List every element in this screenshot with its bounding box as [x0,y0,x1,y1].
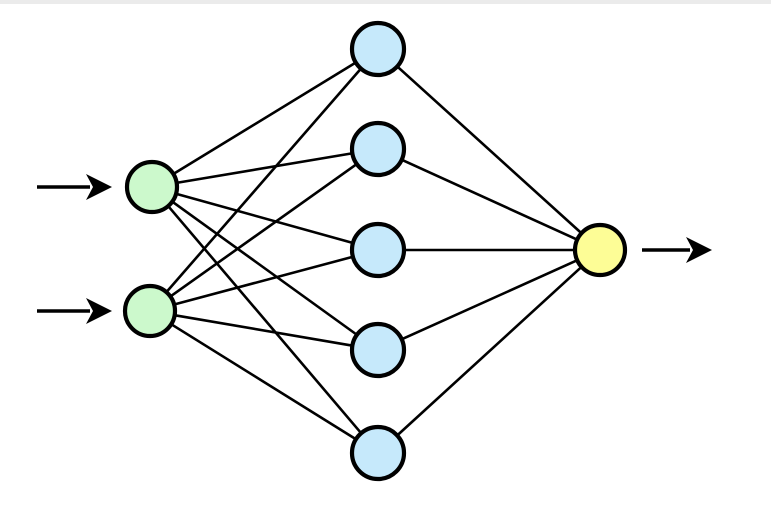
edge-h-1-to-out-1 [395,64,584,235]
input-arrow-2-head [86,298,112,324]
edge-h-2-to-out-1 [400,158,579,242]
edge-group-input-to-hidden [164,60,363,441]
edge-in-2-to-h-2 [168,162,359,299]
node-group-input-layer [122,159,180,339]
node-group-output-layer [572,222,628,278]
edge-in-1-to-h-2 [175,151,354,185]
edge-in-2-to-h-1 [164,67,363,294]
node-h-2 [349,120,407,178]
node-h-5 [349,424,407,482]
node-h-4 [349,321,407,379]
edge-group-hidden-to-output [395,64,584,438]
edge-in-1-to-h-5 [166,204,363,435]
edge-h-4-to-out-1 [400,258,579,341]
node-h-3 [349,221,407,279]
arrow-group-inputs [37,174,112,324]
edge-in-2-to-h-5 [169,322,358,441]
edge-in-1-to-h-3 [174,192,355,245]
edge-h-5-to-out-1 [395,265,584,438]
node-in-2 [122,283,178,339]
edge-in-2-to-h-4 [173,313,354,348]
arrow-group-outputs [642,237,712,263]
output-arrow-1-head [686,237,712,263]
input-arrow-1-head [86,174,112,200]
edge-in-1-to-h-1 [171,60,358,176]
node-out-1 [572,222,628,278]
node-h-1 [349,20,407,78]
edge-in-2-to-h-3 [172,255,355,307]
edge-in-1-to-h-4 [170,199,359,337]
node-in-1 [124,159,180,215]
node-group-hidden-layer [349,20,407,482]
